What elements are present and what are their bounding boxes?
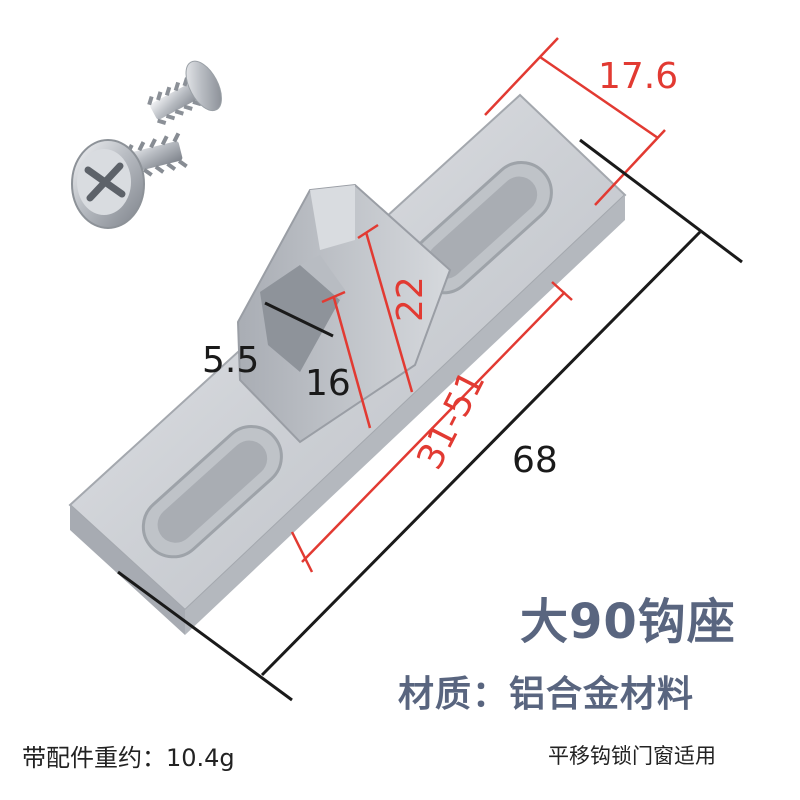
usage-text: 平移钩锁门窗适用 — [548, 744, 716, 768]
material-text: 材质：铝合金材料 — [398, 674, 695, 715]
dim-depth-label: 16 — [305, 363, 351, 404]
dim-slot-label: 5.5 — [202, 340, 259, 381]
screws-icon — [71, 60, 222, 229]
black-dimension-lines — [117, 138, 743, 702]
dim-height-label: 22 — [390, 276, 431, 322]
dim-length-label: 68 — [512, 440, 558, 481]
product-title: 大90钩座 — [520, 594, 736, 650]
red-dimension-lines — [290, 37, 666, 573]
weight-text: 带配件重约：10.4g — [22, 744, 235, 772]
hook-seat-icon — [68, 93, 627, 635]
dim-width-label: 17.6 — [598, 56, 678, 97]
